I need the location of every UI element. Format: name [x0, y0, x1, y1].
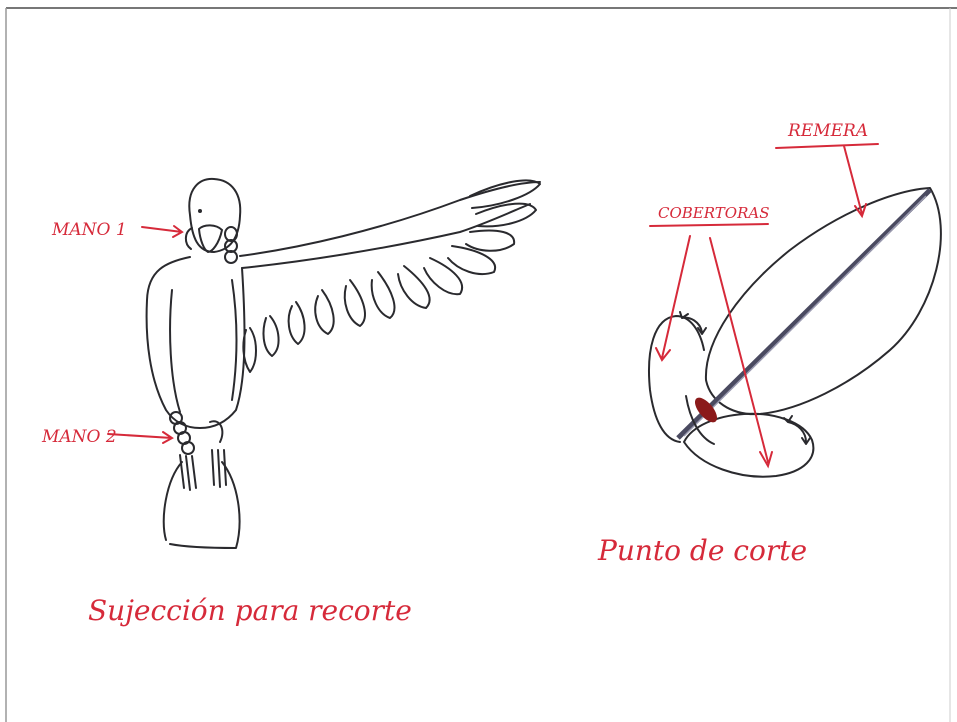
label-cobertoras: COBERTORAS [658, 204, 769, 222]
hand-2-grip [170, 412, 222, 454]
feather-figure [649, 144, 941, 477]
label-mano1: MANO 1 [51, 220, 127, 240]
bird-eye [198, 209, 202, 213]
caption-right: Punto de corte [597, 534, 807, 567]
label-mano2: MANO 2 [41, 427, 117, 447]
remera-arrow [776, 144, 878, 216]
bird-body-inner [170, 290, 180, 412]
mano2-arrow [108, 432, 172, 443]
wing-feathers [243, 180, 540, 372]
rotation-arrow-top [680, 312, 706, 334]
feather-shaft [678, 190, 930, 438]
bird-figure [108, 179, 540, 548]
bird-body [147, 257, 245, 428]
mano1-arrow [142, 226, 182, 237]
bird-tail [164, 462, 240, 548]
label-remera: REMERA [787, 121, 868, 141]
cobertoras-arrow-left [650, 224, 768, 360]
caption-left: Sujección para recorte [88, 594, 412, 627]
